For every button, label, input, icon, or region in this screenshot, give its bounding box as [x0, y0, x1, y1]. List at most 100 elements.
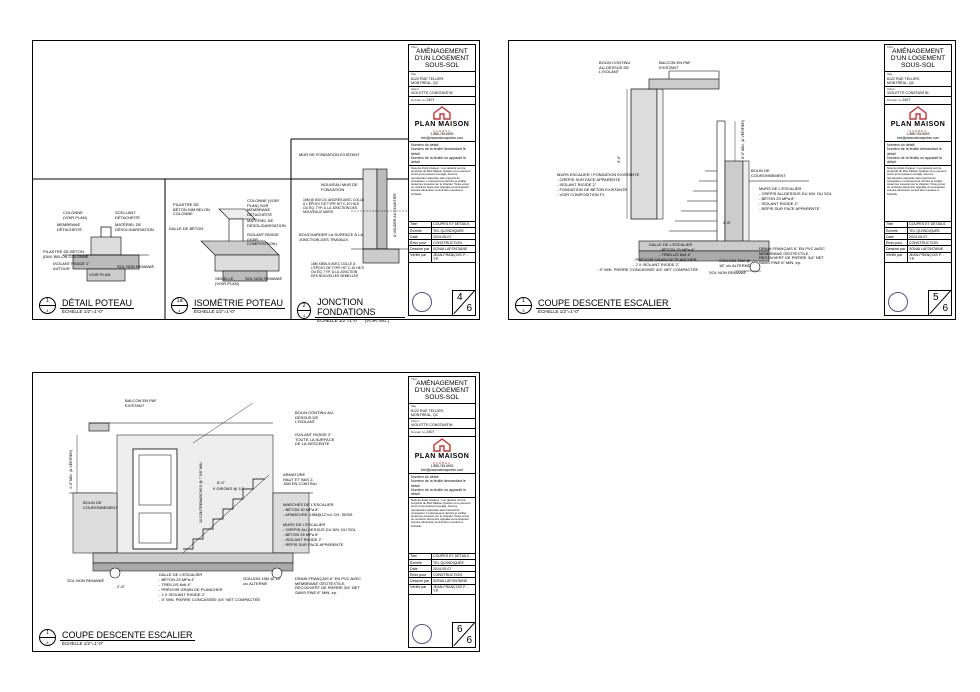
label-dalle-5: - 5" MIN. PIERRE CONCASSÉE 3/4" NET COMP… [159, 597, 261, 602]
drawing-area: BALCON EN PAF EXISTANT BOLIN CONTINU AU-… [33, 373, 405, 651]
detail-name: ISOMÉTRIE POTEAU [192, 297, 286, 309]
company-logo: PLAN MAISON QUÉBEC 1-888-745-6693 info@p… [409, 105, 475, 143]
label-balcon: BALCON EN PAF EXISTANT [125, 398, 157, 408]
label-j-mur: MUR DE FONDATION EXISTANT [299, 152, 360, 157]
house-logo-icon [433, 438, 451, 452]
drawing-area: BOLIN CONTINU AU-DESSUS DE L'ISOLANT BAL… [509, 41, 881, 319]
label-drain: DRAIN FRANÇAIS 6" EN PVC AVEC MEMBRANE G… [759, 246, 826, 265]
label-j-vertical: À VALIDER AU CHANTIER [393, 193, 397, 237]
label-boisin: BOLIN CONTINU AU-DESSUS DE L'ISOLANT [599, 60, 631, 75]
label-sol: SOL NON REMANIÉ [117, 264, 155, 269]
label-murs-3: - ISOLANT RIGIDE 2" [283, 537, 323, 542]
label-murs-4: - VOIR COMPOSITION F1 [557, 192, 605, 197]
label-iso-pilastre: PILASTRE DE BÉTON DIM BELON COLONNE [173, 202, 210, 217]
label-boisin-2: BOLIN DE COURONNEMENT [751, 168, 786, 178]
label-iso-materiel: MATÉRIEL DE DÉSOLIDARISATION [247, 218, 286, 228]
label-dim-vertical: 4'-0" MIN. (À VÉRIFIER) [69, 449, 73, 489]
label-dalle: DALLE DE L'ESCALIER [159, 572, 203, 577]
sheet-page-5: BOLIN CONTINU AU-DESSUS DE L'ISOLANT BAL… [508, 40, 956, 320]
notes: Note de droits d'auteur : Les dessins so… [885, 166, 951, 222]
engineer-stamp [412, 624, 432, 644]
label-j-bouchard: BOUCHARDER LA SURFACE À LA JONCTION DES … [299, 232, 363, 242]
project-title: AMÉNAGEMENT D'UN LOGEMENT SOUS-SOL [414, 380, 470, 402]
notes: Note de droits d'auteur : Les dessins so… [409, 166, 475, 222]
label-boisin: BOLIN CONTINU AU-DESSUS DE L'ISOLANT [295, 410, 335, 425]
label-dalle-5: - 5" MIN. PIERRE CONCASSÉE 3/4" NET COMP… [597, 267, 699, 272]
label-iso-semelle: SEMELLE (VOIR PLAN) [215, 276, 240, 286]
company-logo: PLAN MAISON QUÉBEC 1-888-745-6693 info@p… [885, 105, 951, 143]
label-murs-2: - ISOLANT RIGIDE 2" [557, 182, 597, 187]
label-murs-2: - BÉTON 25 MPa 8" [283, 532, 319, 537]
label-dim-h: 9 GIRONS @ 10" [213, 486, 245, 491]
engineer-stamp [888, 292, 908, 312]
label-balcon: BALCON EN PAF EXISTANT [659, 60, 691, 70]
sheet-page-6: BALCON EN PAF EXISTANT BOLIN CONTINU AU-… [32, 372, 480, 652]
label-goujon: GOUJON 15M @ 18" c/c ALTERNÉ [243, 576, 282, 586]
label-iso-isolant: ISOLANT RIGIDE (VOIR COMPOSITION) [247, 232, 279, 247]
label-murs-1: - CRÉPIS AU-DESSUS DU NIV. DU SOL [283, 527, 356, 532]
house-logo-icon [433, 106, 451, 120]
project-title: AMÉNAGEMENT D'UN LOGEMENT SOUS-SOL [890, 48, 946, 70]
label-armature: ARMATURE HAUT ET BAS 2-15M EN CONTINU [283, 472, 317, 487]
label-dalle-3: - PRÉVOIR DRAIN DE PLANCHER [159, 587, 223, 592]
label-dim-1: 6'-0" [617, 155, 621, 163]
detail-name: JONCTION FONDATIONS [315, 297, 405, 318]
label-murs-4: - RÉPIS SUR FACE APPARENTE [283, 542, 344, 547]
label-scellant: SCELLANT DÉTACHÉITÉ [115, 210, 141, 220]
label-dalle-3: - PRÉVOIR DRAIN DE PLANCHER [633, 257, 697, 262]
drawing-area: COLONNE (VOIR PLAN) SCELLANT DÉTACHÉITÉ … [33, 41, 409, 323]
label-dalle-2: - TREILLIS 6x6 4" [159, 582, 192, 587]
label-iso-sol: SOL NON REMANIÉ [245, 276, 283, 281]
label-dalle-4: - 2 X ISOLANT RIGIDE 2" [633, 262, 680, 267]
sheet-page-4: COLONNE (VOIR PLAN) SCELLANT DÉTACHÉITÉ … [32, 40, 480, 323]
label-drain: DRAIN FRANÇAIS 6" EN PVC AVEC MEMBRANE G… [295, 576, 362, 595]
label-j-nouveau: NOUVEAU MUR DE FONDATION [321, 182, 358, 192]
label-dim-2: 2'-6" [117, 584, 125, 589]
drawing-lines [69, 402, 313, 579]
label-dim-3: 6'-0" [217, 480, 225, 485]
label-marches-1: - BÉTON 30 MPa 8" [283, 507, 319, 512]
label-marches-2: - ARMATURE: 15M@12"c/c CH. SENS [283, 512, 353, 517]
detail-name: DÉTAIL POTEAU [60, 297, 135, 309]
label-j-15m: 15M XBSILS AVEC COLLE À L'ÉPOXY DE TYPE … [311, 262, 365, 278]
detail-name: COUPE DESCENTE ESCALIER [536, 297, 671, 309]
label-colonne: COLONNE (VOIR PLAN) [63, 210, 88, 220]
label-boisin-2: BOLIN DE COURONNEMENT [83, 500, 118, 510]
label-sol: SOL NON REMANIÉ [67, 578, 105, 583]
label-murs-1: - CRÉPIS SUR FACE APPARENTE [557, 177, 621, 182]
label-voir-plan: VOIR PLAN [89, 272, 111, 277]
notes: Note de droits d'auteur : Les dessins so… [409, 498, 475, 554]
label-dalle: DALLE DE L'ESCALIER [649, 242, 693, 247]
drawing-lines [626, 70, 809, 273]
label-mursd-2: - BÉTON 25 MPa 8" [759, 196, 795, 201]
label-sol: SOL NON REMANIÉ [709, 270, 747, 275]
label-iso-colonne: COLONNE (VOIR PLAN) SUR MEMBRANE DÉTACHÉ… [247, 198, 280, 217]
label-murs: MURS DE L'ESCALIER [283, 522, 326, 527]
label-iso-dalle: DALLE DE BÉTON [169, 226, 204, 231]
label-mursd: MURS DE L'ESCALIER [759, 186, 802, 191]
detail-scale: ÉCHELLE 1/2"=1'-0" [194, 308, 236, 314]
label-murs-3: - FONDATION DE BÉTON EXISTANTE [557, 187, 628, 192]
label-j-armature: 15M @ 600 C/C ANCRÉS AVEC COLLE À L'ÉPOX… [303, 198, 365, 214]
label-mursd-1: - CRÉPIS AU-DESSUS DU NIV. DU SOL [759, 191, 832, 196]
label-isolant: ISOLANT RIGIDE 1" AUTOUR [53, 261, 90, 271]
engineer-stamp [412, 292, 432, 312]
label-dim-3: 2'-6" [723, 220, 731, 225]
label-goujon: GOUJON 15M @ 18" c/c ALTERNÉ [719, 258, 751, 268]
label-membrane: MEMBRANE DÉTACHÉITÉ [57, 222, 83, 232]
